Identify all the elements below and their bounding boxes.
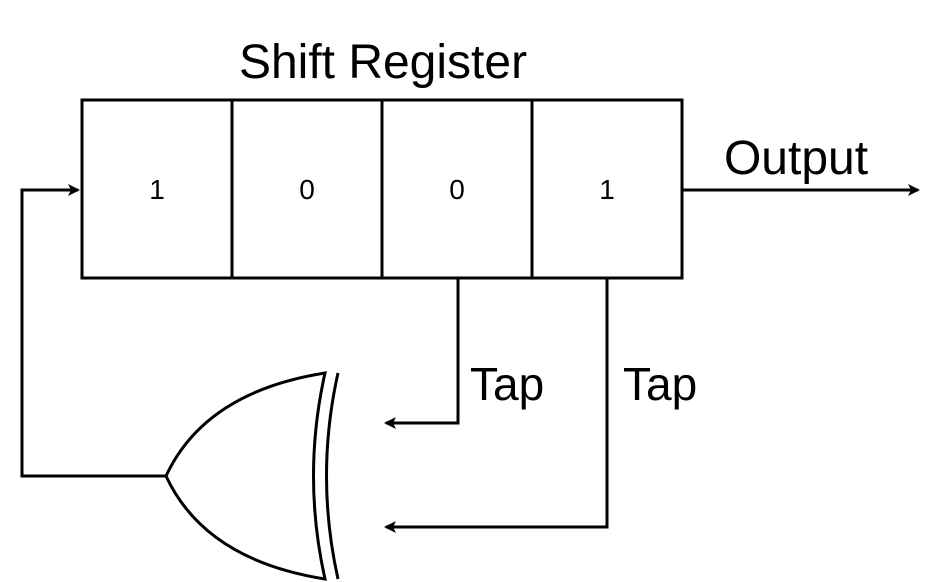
cell-value: 1 <box>149 174 165 205</box>
shift-register: 1 0 0 1 <box>80 98 684 280</box>
tap-line-1 <box>384 278 460 429</box>
tap-label-1: Tap <box>470 358 544 410</box>
output-label: Output <box>724 132 868 185</box>
register-cell-1: 1 <box>80 98 234 280</box>
cell-value: 0 <box>449 174 465 205</box>
register-cell-2: 0 <box>230 98 384 280</box>
register-cell-4: 1 <box>530 98 684 280</box>
xor-gate <box>164 371 340 581</box>
diagram-title: Shift Register <box>239 36 527 89</box>
cell-value: 0 <box>299 174 315 205</box>
tap-line-2 <box>384 278 609 533</box>
tap-label-2: Tap <box>623 358 697 410</box>
cell-value: 1 <box>599 174 615 205</box>
feedback-line <box>20 184 166 478</box>
register-cell-3: 0 <box>380 98 534 280</box>
